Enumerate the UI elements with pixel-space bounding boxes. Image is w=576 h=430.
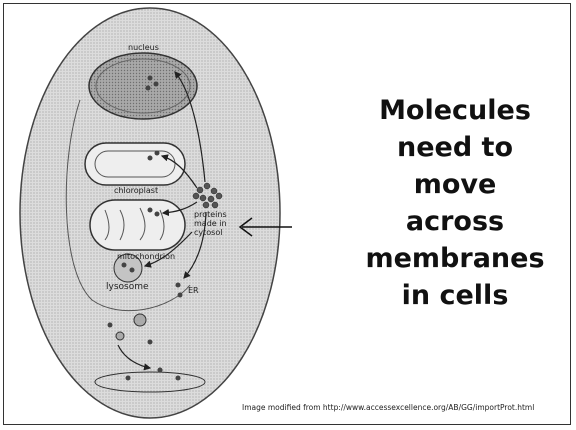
- label-proteins-3: cytosol: [194, 228, 222, 237]
- title-line: across: [340, 203, 570, 240]
- label-chloroplast: chloroplast: [114, 186, 158, 195]
- label-proteins-1: proteins: [194, 210, 227, 219]
- title-line: need to: [340, 129, 570, 166]
- title-line: membranes: [340, 240, 570, 277]
- label-er: ER: [188, 286, 199, 295]
- vesicle: [116, 332, 124, 340]
- title-line: Molecules: [340, 92, 570, 129]
- label-lysosome: lysosome: [106, 283, 149, 292]
- title-line: in cells: [340, 277, 570, 314]
- title-line: move: [340, 166, 570, 203]
- label-proteins-2: made in: [194, 219, 227, 228]
- slide-title: Molecules need to move across membranes …: [340, 92, 570, 314]
- chloroplast: [85, 143, 185, 185]
- label-mitochondrion: mitochondrion: [117, 252, 175, 261]
- vesicle: [134, 314, 146, 326]
- label-nucleus: nucleus: [128, 43, 159, 52]
- mitochondrion: [90, 200, 185, 250]
- nucleus: [89, 53, 197, 119]
- image-credit: Image modified from http://www.accessexc…: [242, 403, 534, 412]
